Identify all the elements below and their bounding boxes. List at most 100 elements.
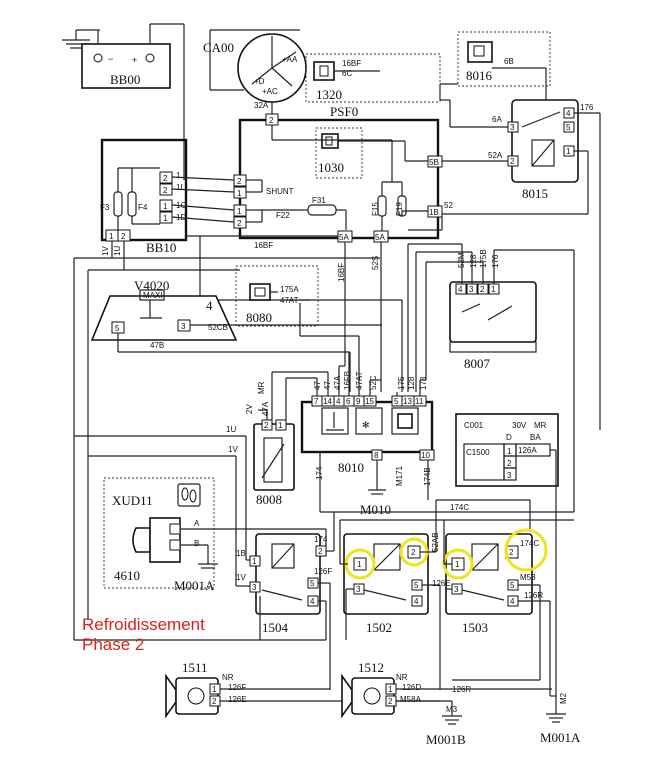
label-ca00: CA00 [203,40,234,55]
pin-bb10-2b: 2 [163,186,168,195]
pin-1511-1: 1 [212,685,217,694]
relay-8016: 6B 8016 [439,31,562,109]
label-1511: 1511 [182,660,208,675]
wire-174b: 174B [423,467,432,486]
pin-1504-4: 4 [310,597,315,606]
label-8008: 8008 [256,492,282,507]
label-m001a-left: M001A [174,578,215,593]
pin-8010-7: 7 [314,397,319,406]
c001-mr: MR [534,421,547,430]
pin-8010-15: 15 [365,397,374,406]
ground-symbol-top-left [62,29,100,49]
pin-8007-4: 4 [458,285,463,294]
wires-left: 1U 1V [74,425,574,578]
c001-pin-3: 3 [507,471,512,480]
label-8010: 8010 [338,460,364,475]
wire-47a-8010: 47A [333,375,342,390]
wire-16bf-vertical: 16BF [337,263,346,282]
pin-psf0-5b: 5B [429,158,439,167]
wire-16bf: 16BF [342,59,361,68]
wire-176: 176 [580,103,594,112]
wire-1l: 1L [176,183,185,192]
label-m001a-right: M001A [540,730,581,745]
pin-8008-1: 1 [278,421,283,430]
wire-nr-1511: NR [222,673,234,682]
pin-1503-2: 2 [509,548,514,557]
fusebox-psf0: PSF0 2 1030 5B 1B 52 2 1 1 2 SHUNT F22 F… [233,104,453,243]
fan-controller-8007: 4 3 2 1 52M 128 175B 176 8007 [407,243,575,420]
pin-psf0-2c: 2 [237,219,242,228]
module-xud11-4610: XUD11 A B 4610 M001A [103,477,327,593]
label-1320: 1320 [316,87,342,102]
wire-mr: MR [257,381,266,394]
label-m001b: M001B [426,732,466,747]
ca00-d: +D [254,77,265,86]
pin-1502-3: 3 [356,585,361,594]
label-f31: F31 [312,196,326,205]
pin-8010-6: 6 [346,397,351,406]
relay-1502: 1 2 3 5 4 1502 52AB [339,499,574,690]
wire-126e-1503: 126E [432,579,451,588]
wire-176-8007: 176 [491,254,500,268]
pin-1511-2: 2 [212,697,217,706]
wires-psf0-down: 52S 16BF [199,214,443,392]
label-1512: 1512 [358,660,384,675]
title-line2: Phase 2 [82,635,144,654]
pin-psf0-5a-right: 5A [375,233,385,242]
wire-nr-1512: NR [396,673,408,682]
wire-52c: 52C [369,375,378,390]
pin-8010-13: 13 [403,397,412,406]
fuseblock-bb10: F3 F4 2 2 1 1 1 2 BB10 1 1L 1C 1D 1V 1U … [100,138,338,270]
ground-m001a-right: M2 M001A [540,692,581,745]
wire-6b: 6B [504,57,514,66]
wire-126f-1504: 126F [314,567,332,576]
c001-30v: 30V [512,421,527,430]
pin-8010-9: 9 [356,397,361,406]
wire-32a: 32A [254,101,269,110]
wire-175: 175 [397,376,406,390]
label-8007: 8007 [464,356,491,371]
label-1504: 1504 [262,620,289,635]
label-xud11: XUD11 [112,493,153,508]
wire-a: A [194,519,200,528]
wire-128: 128 [469,254,478,268]
label-c1500: C1500 [466,448,490,457]
module-1320: 16BF 6C 1320 [305,53,441,103]
wires-right [573,420,601,512]
pin-8008-2: 2 [264,421,269,430]
c001-pin-1: 1 [507,447,512,456]
pin-psf0-2a: 2 [237,177,242,186]
label-psf0: PSF0 [330,104,358,119]
label-4610: 4610 [114,568,140,583]
relay-1504: 1 2 3 5 4 1504 1B 174 1V 126F [74,512,335,690]
wire-173: 173 [419,376,428,390]
fan-1512: 1 2 1512 NR 126D M58A 126R M3 M001B [341,660,552,747]
label-shunt: SHUNT [266,187,294,196]
label-f3: F3 [100,203,110,212]
pin-bb10-2a: 2 [163,174,168,183]
wire-52: 52 [444,201,453,210]
label-8015: 8015 [522,186,548,201]
wire-1v-1504: 1V [236,573,246,582]
label-8016: 8016 [466,68,493,83]
ca00-ac: +AC [262,87,278,96]
pin-v4020-3: 3 [181,322,186,331]
wire-16fb: 16FB [343,371,352,390]
label-f15: F15 [371,202,380,216]
c001-pin-2: 2 [507,459,512,468]
wire-52s: 52S [371,256,380,270]
wire-b: B [194,539,199,548]
wire-1b-1504: 1B [236,549,246,558]
pin-1503-1: 1 [455,560,460,569]
label-v4020: V4020 [134,278,169,293]
label-f22: F22 [276,211,290,220]
pin-8010-4: 4 [336,397,341,406]
pin-1504-3: 3 [252,583,257,592]
wire-m2: M2 [559,692,568,704]
wire-47b: 47B [150,341,164,350]
pin-1504-1: 1 [252,557,257,566]
module-8080: 175A 47AT 8080 [235,265,319,327]
pin-psf0-5a-left: 5A [339,233,349,242]
wire-1: 1 [176,171,181,180]
wire-1v: 1V [101,246,110,256]
